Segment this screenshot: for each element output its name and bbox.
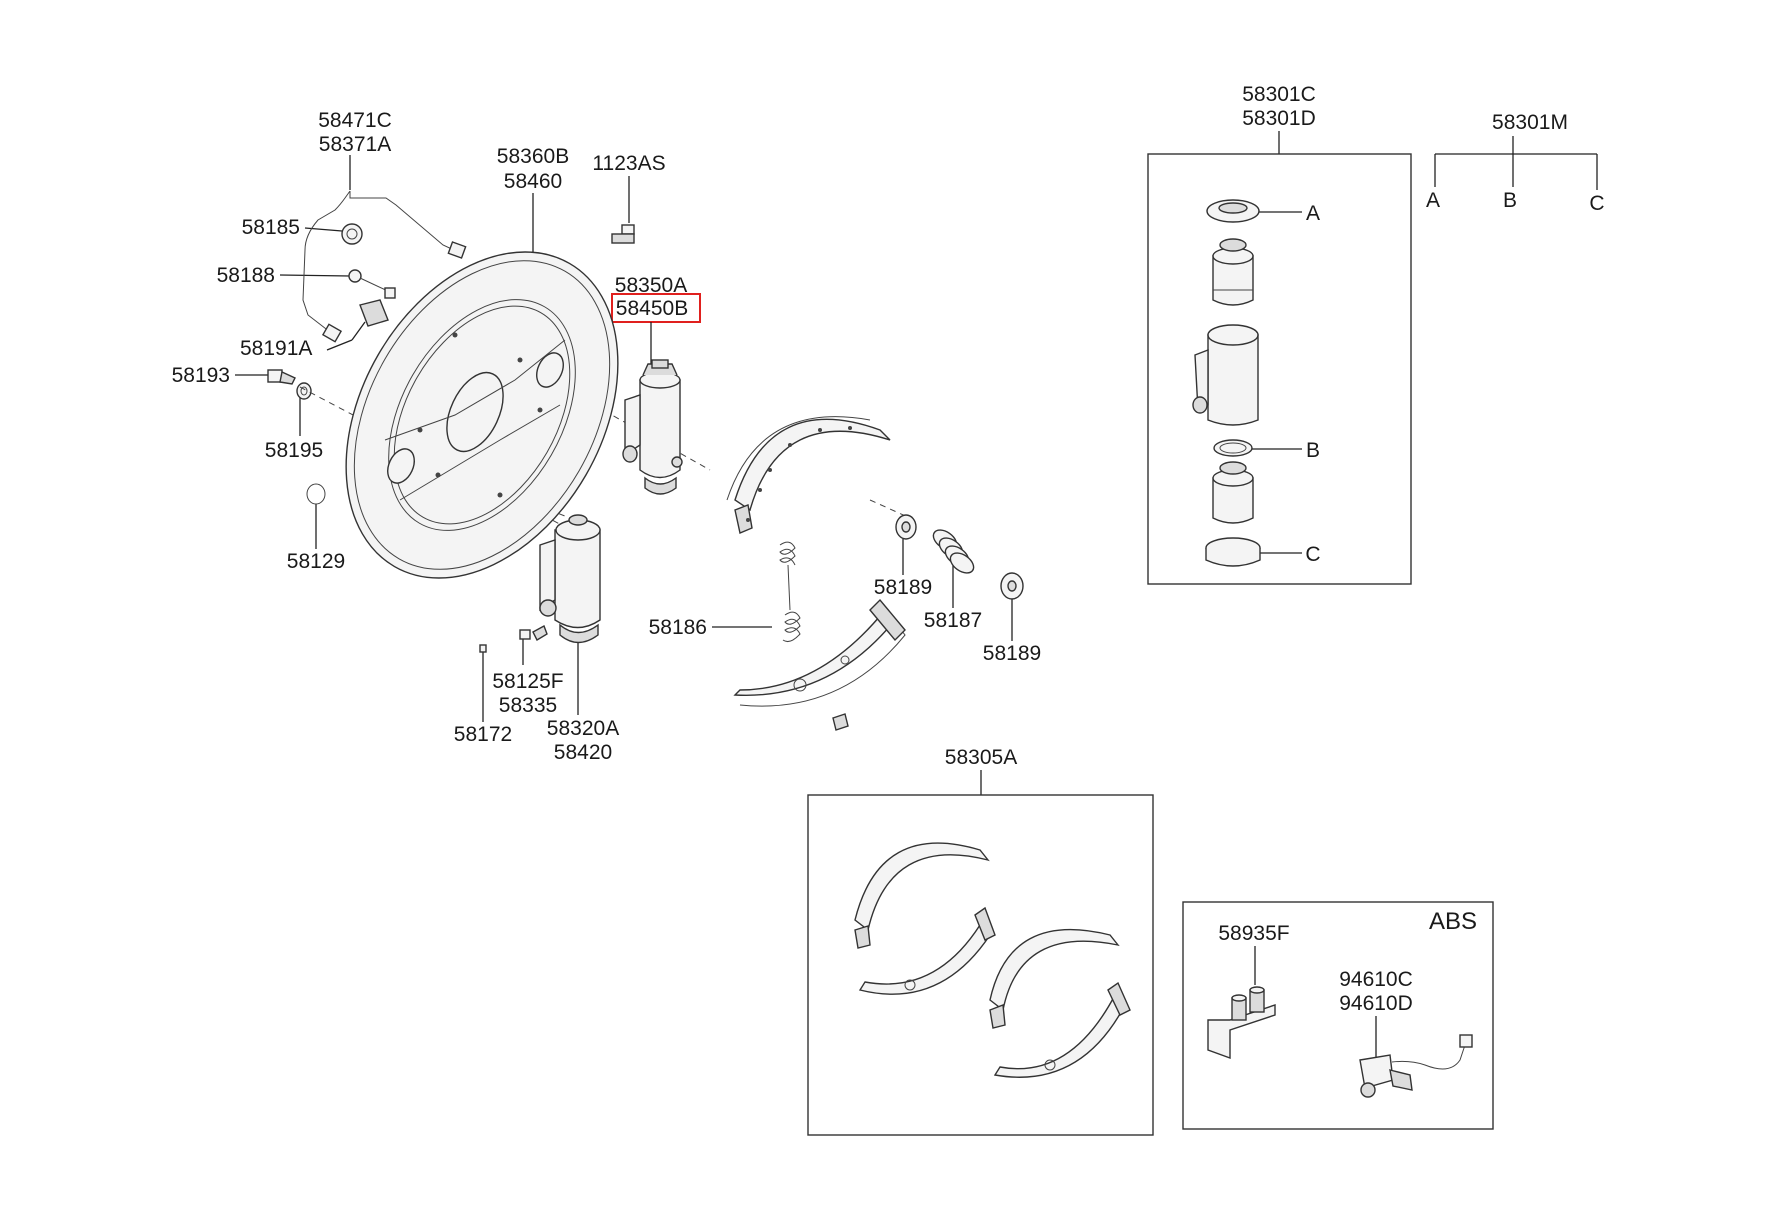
wheel-cylinder-58320A[interactable] [479, 514, 601, 653]
m-label-b: B [1503, 189, 1517, 212]
brake-shoe-upper[interactable] [726, 416, 891, 534]
kit-part-a-seal[interactable] [1206, 199, 1260, 223]
label-58301M[interactable]: 58301M [1492, 111, 1568, 134]
bolt-58188[interactable] [348, 269, 396, 299]
kit-piston-upper[interactable] [1212, 238, 1254, 306]
kit-label-c: C [1305, 543, 1320, 566]
label-58320A[interactable]: 58320A [547, 717, 619, 740]
ring-58129[interactable] [306, 483, 326, 505]
label-58129[interactable]: 58129 [287, 550, 345, 573]
abs-box [1182, 901, 1494, 1130]
label-58193[interactable]: 58193 [172, 364, 230, 387]
backing-plate-58360B[interactable] [291, 203, 674, 626]
label-58185[interactable]: 58185 [242, 216, 300, 239]
label-58350A[interactable]: 58350A [615, 274, 687, 297]
kit-piston-lower[interactable] [1212, 461, 1254, 524]
label-58460[interactable]: 58460 [504, 170, 562, 193]
label-58335[interactable]: 58335 [499, 694, 557, 717]
label-58172[interactable]: 58172 [454, 723, 512, 746]
washer-58189-upper[interactable] [895, 514, 917, 540]
label-abs: ABS [1429, 908, 1477, 935]
label-94610D[interactable]: 94610D [1339, 992, 1413, 1015]
bolt-1123AS[interactable] [611, 224, 635, 244]
abs-bracket-58935F[interactable] [1207, 986, 1276, 1059]
kit-cylinder-body[interactable] [1192, 324, 1259, 426]
brake-shoe-lower[interactable] [733, 598, 906, 731]
abs-sensor-94610C[interactable] [1359, 1034, 1473, 1098]
label-58360B[interactable]: 58360B [497, 145, 569, 168]
shoe-kit-left-upper[interactable] [854, 842, 990, 949]
label-58450B[interactable]: 58450B [616, 297, 688, 320]
label-1123AS[interactable]: 1123AS [592, 152, 665, 175]
shoe-kit-right-upper[interactable] [989, 928, 1120, 1029]
label-58191A[interactable]: 58191A [240, 337, 312, 360]
label-94610C[interactable]: 94610C [1339, 968, 1413, 991]
leader-lines [235, 131, 1598, 1060]
label-58301C[interactable]: 58301C [1242, 83, 1316, 106]
label-58189-lower[interactable]: 58189 [983, 642, 1041, 665]
shoe-kit-right-lower[interactable] [993, 981, 1131, 1078]
brake-tube-58471C[interactable] [302, 190, 467, 343]
kit-box-58301C [1147, 153, 1412, 585]
label-58935F[interactable]: 58935F [1218, 922, 1289, 945]
return-spring-58186[interactable] [779, 541, 801, 642]
label-58189-upper[interactable]: 58189 [874, 576, 932, 599]
label-58195[interactable]: 58195 [265, 439, 323, 462]
part-labels: 58471C 58371A 58185 58188 58191A 58193 5… [172, 83, 1605, 1015]
label-58420[interactable]: 58420 [554, 741, 612, 764]
label-58301D[interactable]: 58301D [1242, 107, 1316, 130]
label-58371A[interactable]: 58371A [319, 133, 391, 156]
kit-part-c-boot[interactable] [1205, 537, 1261, 567]
clip-58191A[interactable] [359, 299, 389, 327]
label-58305A[interactable]: 58305A [945, 746, 1017, 769]
m-label-c: C [1589, 192, 1604, 215]
shoe-kit-left-lower[interactable] [858, 906, 996, 995]
kit-part-b-ring[interactable] [1213, 439, 1253, 457]
cap-58195[interactable] [296, 382, 312, 400]
label-58187[interactable]: 58187 [924, 609, 982, 632]
washer-58189-lower[interactable] [1000, 572, 1024, 600]
bleeder-screw-58193[interactable] [267, 369, 296, 385]
union-nut-58185[interactable] [341, 223, 363, 245]
label-58188[interactable]: 58188 [217, 264, 275, 287]
wheel-cylinder-58350A[interactable] [622, 359, 683, 495]
shoe-kit-box-58305A [807, 794, 1154, 1136]
kit-label-a: A [1306, 202, 1320, 225]
label-58471C[interactable]: 58471C [318, 109, 392, 132]
label-58125F[interactable]: 58125F [492, 670, 563, 693]
label-58186[interactable]: 58186 [649, 616, 707, 639]
highlight-58450B [611, 293, 701, 323]
spring-58187[interactable] [930, 526, 977, 577]
kit-label-b: B [1306, 439, 1320, 462]
m-label-a: A [1426, 189, 1440, 212]
